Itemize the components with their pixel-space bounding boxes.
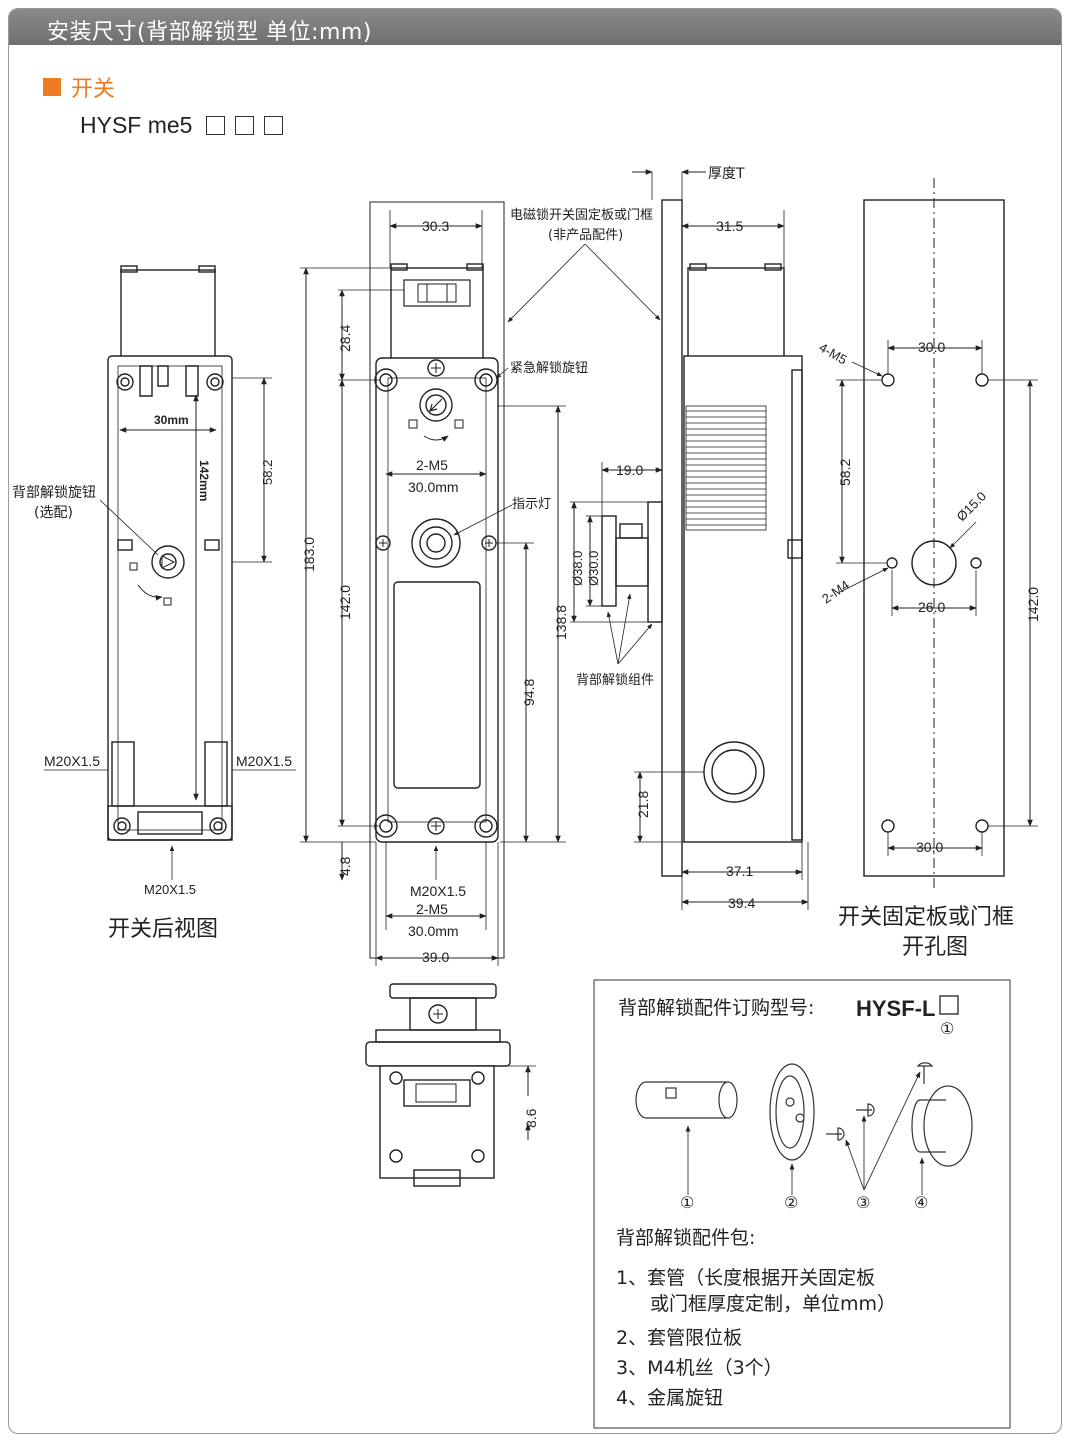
header-title: 安装尺寸(背部解锁型 单位:mm) xyxy=(47,20,372,45)
dim-dia-30: Ø30.0 xyxy=(586,551,601,586)
indicator-label: 指示灯 xyxy=(512,497,551,512)
m20-front: M20X1.5 xyxy=(410,883,466,899)
dim-183: 183.0 xyxy=(301,537,317,572)
dim-8-6: 8.6 xyxy=(523,1108,539,1128)
accessory-box xyxy=(593,979,1011,1429)
plate-cutout xyxy=(836,178,1038,890)
dim-30mm-top: 30.0mm xyxy=(408,479,459,495)
section-heading: 开关 xyxy=(43,71,115,103)
dim-dia-38: Ø38.0 xyxy=(570,551,585,586)
dim-21-8: 21.8 xyxy=(635,791,651,818)
dim-28-4: 28.4 xyxy=(337,325,353,352)
side-view xyxy=(570,169,809,910)
pack-title: 背部解锁配件包: xyxy=(616,1227,755,1249)
pack-item-2: 2、套管限位板 xyxy=(616,1327,742,1349)
dim-2m5-bot: 2-M5 xyxy=(416,901,448,917)
part-num-2: ② xyxy=(784,1193,798,1212)
orange-square-icon xyxy=(43,78,61,96)
header-bar: 安装尺寸(背部解锁型 单位:mm) xyxy=(9,9,1061,45)
m20-left: M20X1.5 xyxy=(44,753,100,769)
dim-30-3: 30.3 xyxy=(422,218,449,234)
rear-assembly-label: 背部解锁组件 xyxy=(576,672,654,688)
rear-knob-optional: (选配) xyxy=(34,505,73,521)
dim-39: 39.0 xyxy=(422,949,449,965)
thickness-label: 厚度T xyxy=(708,166,745,182)
model-option-box xyxy=(206,116,226,135)
part-num-4: ④ xyxy=(914,1193,928,1212)
plate-leaders xyxy=(507,243,661,323)
rear-knob-label: 背部解锁旋钮 xyxy=(12,485,96,501)
plate-label: 电磁锁开关固定板或门框 xyxy=(510,207,653,223)
front-view xyxy=(300,201,566,966)
dim-58-2: 58.2 xyxy=(260,460,275,485)
plate-label-note: (非产品配件) xyxy=(548,228,623,243)
pack-item-1: 1、套管（长度根据开关固定板 xyxy=(616,1267,875,1289)
dim-2m5-top: 2-M5 xyxy=(416,457,448,473)
order-model: HYSF-L xyxy=(856,996,935,1021)
dim-39-4: 39.4 xyxy=(728,895,755,911)
plate-dim-26: 26.0 xyxy=(918,599,945,615)
dim-19: 19.0 xyxy=(616,462,643,478)
dim-94-8: 94.8 xyxy=(521,679,537,706)
dim-31-5: 31.5 xyxy=(716,218,743,234)
part-num-1: ① xyxy=(680,1193,694,1212)
rear-view-title: 开关后视图 xyxy=(108,917,218,942)
plate-title-2: 开孔图 xyxy=(902,935,968,960)
pack-item-4: 4、金属旋钮 xyxy=(616,1387,723,1409)
plate-4m5: 4-M5 xyxy=(817,340,850,368)
order-label: 背部解锁配件订购型号: xyxy=(618,997,814,1019)
part-num-3: ③ xyxy=(856,1193,870,1212)
emergency-knob-label: 紧急解锁旋钮 xyxy=(510,360,588,376)
dim-30mm: 30mm xyxy=(154,413,189,427)
bottom-view xyxy=(365,983,536,1187)
model-text: HYSF me5 xyxy=(80,112,193,138)
plate-dim-58-2: 58.2 xyxy=(837,459,853,486)
plate-title: 开关固定板或门框 xyxy=(838,905,1014,930)
dim-37-1: 37.1 xyxy=(726,863,753,879)
rear-view xyxy=(44,265,296,880)
model-option-box xyxy=(235,116,255,135)
pack-item-1b: 或门框厚度定制，单位mm） xyxy=(650,1293,896,1315)
section-title: 开关 xyxy=(71,77,116,102)
page-frame: 安装尺寸(背部解锁型 单位:mm) xyxy=(8,8,1062,1434)
plate-dim-30-top: 30.0 xyxy=(918,339,945,355)
plate-dim-142: 142.0 xyxy=(1025,587,1041,622)
order-circle-1: ① xyxy=(940,1019,954,1038)
dim-142: 142.0 xyxy=(337,585,353,620)
m20-right: M20X1.5 xyxy=(236,753,292,769)
plate-2m4: 2-M4 xyxy=(819,577,852,606)
dim-4-8: 4.8 xyxy=(337,856,353,876)
dim-30mm-bot: 30.0mm xyxy=(408,923,459,939)
m20-bottom: M20X1.5 xyxy=(144,882,196,897)
model-option-box xyxy=(264,116,284,135)
plate-dim-30-bot: 30.0 xyxy=(916,839,943,855)
dim-138-8: 138.8 xyxy=(553,605,569,640)
dim-142mm: 142mm xyxy=(197,460,211,501)
pack-item-3: 3、M4机丝（3个） xyxy=(616,1357,783,1379)
model-number: HYSF me5 xyxy=(80,112,284,139)
